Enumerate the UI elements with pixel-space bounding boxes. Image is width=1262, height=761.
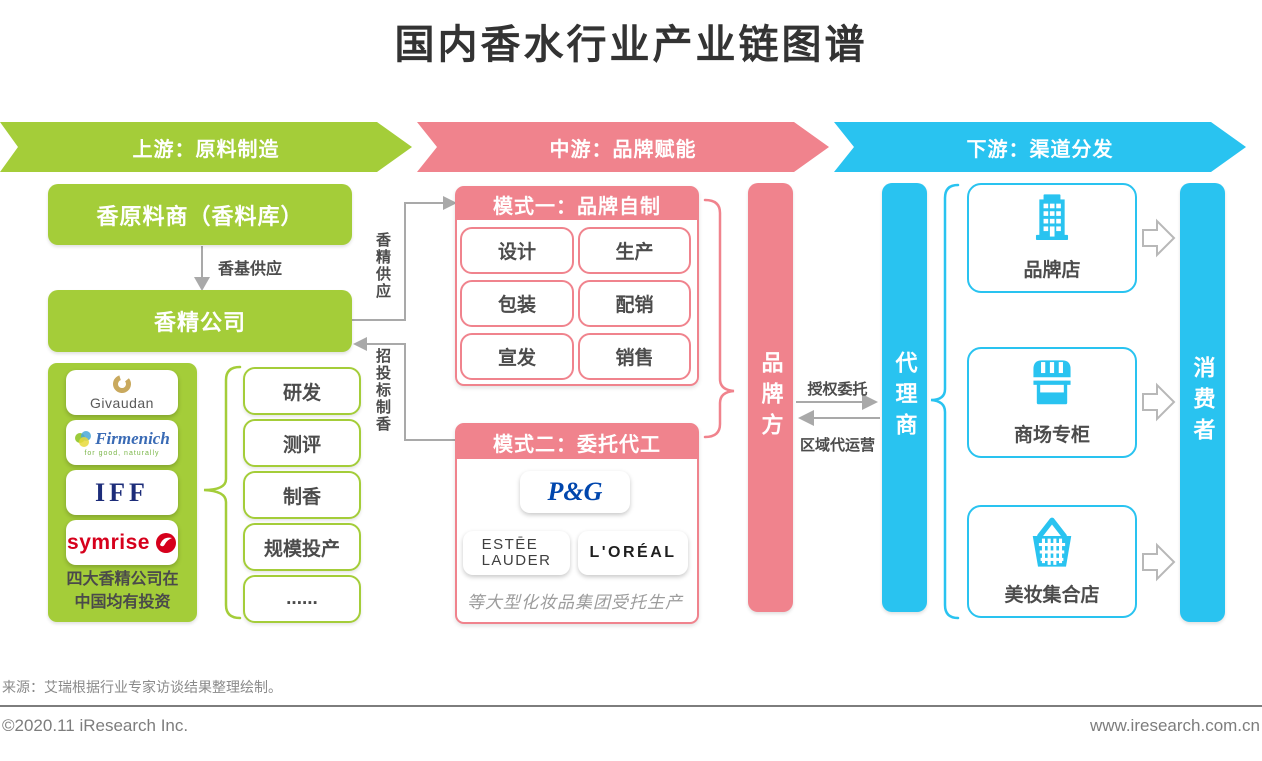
authorize-arrowhead bbox=[862, 394, 878, 410]
four-companies-note: 四大香精公司在 中国均有投资 bbox=[48, 568, 197, 614]
consumer-bar-label: 消费者 bbox=[1190, 356, 1216, 449]
mode1-item-sales: 销售 bbox=[578, 333, 691, 380]
raw-material-supplier-box: 香原料商（香料库） bbox=[48, 184, 352, 245]
iff-logo-card: IFF bbox=[66, 470, 178, 515]
mode1-item-promotion: 宣发 bbox=[460, 333, 574, 380]
loreal-logo-card: L'ORÉAL bbox=[578, 531, 688, 575]
tender-connector-arrowhead bbox=[353, 337, 367, 351]
hollow-arrow-1 bbox=[1142, 218, 1176, 258]
tender-connector bbox=[366, 343, 455, 441]
supply-connector-arrowhead bbox=[443, 196, 457, 210]
tender-label: 招投标制香 bbox=[374, 348, 391, 433]
fragrance-companies-panel: Givaudan Firmenich for good, naturally I… bbox=[48, 363, 197, 622]
note-line-1: 四大香精公司在 bbox=[66, 571, 179, 588]
agent-bar-label: 代理商 bbox=[892, 351, 918, 444]
capability-ellipsis: ...... bbox=[243, 575, 361, 623]
firmenich-wordmark: Firmenich bbox=[95, 428, 170, 448]
banner-upstream: 上游：原料制造 bbox=[0, 122, 412, 172]
banner-upstream-label: 上游：原料制造 bbox=[132, 138, 280, 161]
mode2-box: 模式二：委托代工 bbox=[455, 423, 699, 624]
banner-downstream: 下游：渠道分发 bbox=[834, 122, 1246, 172]
channel-beauty-collection-store: 美妆集合店 bbox=[967, 505, 1137, 618]
pg-logo-card: P&G bbox=[520, 471, 630, 513]
capabilities-brace bbox=[203, 365, 242, 620]
firmenich-logo-card: Firmenich for good, naturally bbox=[66, 420, 178, 465]
page-title: 国内香水行业产业链图谱 bbox=[394, 23, 868, 67]
footer-divider bbox=[0, 705, 1262, 707]
channel-brand-store: 品牌店 bbox=[967, 183, 1137, 293]
capability-fragrance-making: 制香 bbox=[243, 471, 361, 519]
fragrance-company-box: 香精公司 bbox=[48, 290, 352, 352]
storefront-icon bbox=[1033, 360, 1071, 405]
capability-rd: 研发 bbox=[243, 367, 361, 415]
givaudan-logo-card: Givaudan bbox=[66, 370, 178, 415]
brand-bar-label: 品牌方 bbox=[758, 351, 784, 444]
channel-brand-store-label: 品牌店 bbox=[1023, 260, 1081, 281]
iff-wordmark: IFF bbox=[95, 477, 149, 507]
banner-midstream: 中游：品牌赋能 bbox=[417, 122, 829, 172]
givaudan-icon bbox=[113, 374, 131, 393]
firmenich-tagline: for good, naturally bbox=[84, 449, 160, 457]
banner-midstream-label: 中游：品牌赋能 bbox=[549, 138, 697, 161]
hollow-arrow-2 bbox=[1142, 382, 1176, 422]
channels-brace bbox=[930, 183, 960, 620]
base-supply-arrowhead bbox=[194, 277, 210, 291]
supply-connector bbox=[352, 202, 444, 321]
regional-label: 区域代运营 bbox=[799, 437, 875, 454]
brand-bar: 品牌方 bbox=[748, 183, 793, 612]
mode1-item-design: 设计 bbox=[460, 227, 574, 274]
base-supply-label: 香基供应 bbox=[218, 261, 283, 278]
firmenich-icon bbox=[75, 430, 92, 447]
loreal-wordmark: L'ORÉAL bbox=[589, 544, 677, 561]
mode1-item-packaging: 包装 bbox=[460, 280, 574, 327]
note-line-2: 中国均有投资 bbox=[74, 594, 171, 611]
pg-wordmark: P&G bbox=[547, 477, 603, 506]
agent-bar: 代理商 bbox=[882, 183, 927, 612]
mode2-caption: 等大型化妆品集团受托生产 bbox=[467, 593, 683, 612]
brand-brace bbox=[703, 198, 735, 439]
estee-lauder-wordmark-line1: ESTĒE bbox=[481, 536, 539, 553]
channel-mall-counter-label: 商场专柜 bbox=[1013, 425, 1090, 446]
banner-downstream-label: 下游：渠道分发 bbox=[966, 138, 1114, 161]
capability-evaluation: 测评 bbox=[243, 419, 361, 467]
mode2-header: 模式二：委托代工 bbox=[457, 425, 697, 459]
source-note: 来源：艾瑞根据行业专家访谈结果整理绘制。 bbox=[2, 679, 282, 695]
symrise-icon bbox=[155, 532, 176, 553]
building-icon bbox=[1035, 194, 1069, 240]
givaudan-wordmark: Givaudan bbox=[90, 394, 154, 411]
copyright-text: ©2020.11 iResearch Inc. bbox=[2, 716, 189, 735]
authorize-label: 授权委托 bbox=[807, 381, 868, 398]
supply-label: 香精供应 bbox=[374, 232, 391, 300]
consumer-bar: 消费者 bbox=[1180, 183, 1225, 622]
website-link[interactable]: www.iresearch.com.cn bbox=[1089, 716, 1260, 735]
mode1-header: 模式一：品牌自制 bbox=[457, 188, 697, 220]
estee-lauder-logo-card: ESTĒE LAUDER bbox=[463, 531, 570, 575]
regional-arrowhead bbox=[798, 410, 814, 426]
capability-scale-production: 规模投产 bbox=[243, 523, 361, 571]
mode1-item-distribution: 配销 bbox=[578, 280, 691, 327]
symrise-wordmark: symrise bbox=[67, 530, 150, 554]
channel-mall-counter: 商场专柜 bbox=[967, 347, 1137, 458]
estee-lauder-wordmark-line2: LAUDER bbox=[481, 552, 552, 569]
basket-icon bbox=[1032, 517, 1072, 567]
symrise-logo-card: symrise bbox=[66, 520, 178, 565]
mode1-item-production: 生产 bbox=[578, 227, 691, 274]
channel-beauty-collection-store-label: 美妆集合店 bbox=[1004, 585, 1100, 606]
hollow-arrow-3 bbox=[1142, 542, 1176, 582]
